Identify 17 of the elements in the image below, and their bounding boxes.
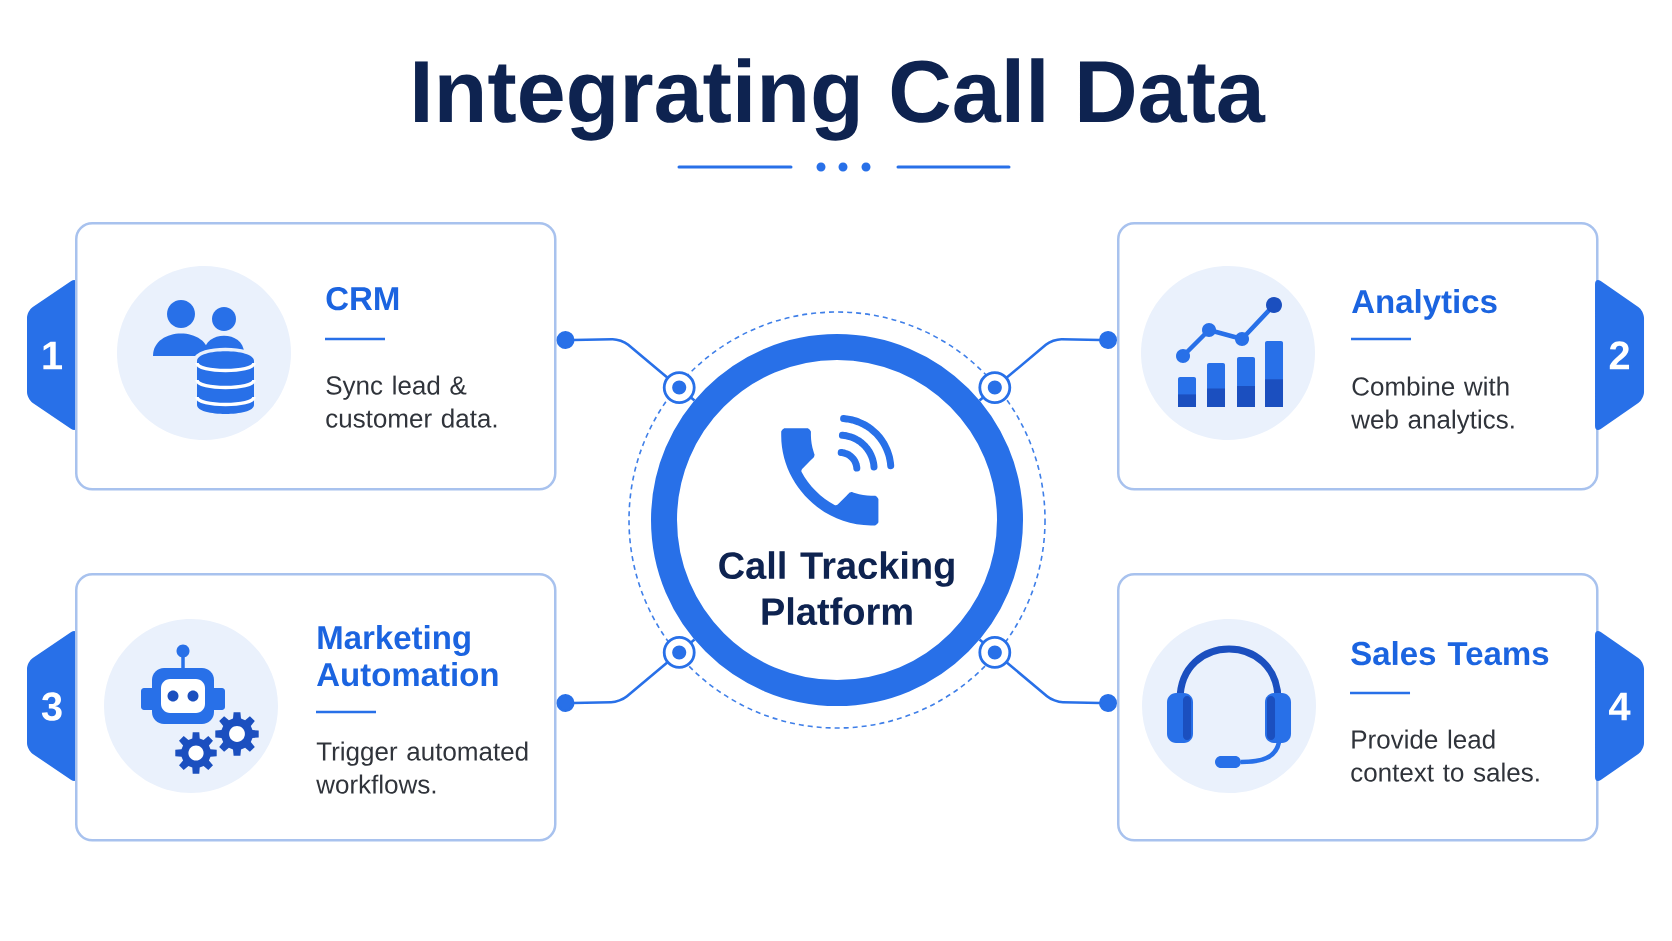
card: [75, 222, 557, 491]
card-text: Combine with web analytics.: [1351, 376, 1514, 434]
card: [75, 573, 557, 842]
card-title: Sales Teams: [1351, 641, 1549, 666]
card: [1117, 573, 1599, 842]
card-text: Provide lead context to sales.: [1351, 729, 1539, 782]
card-text: Trigger automated workflows.: [316, 741, 528, 794]
card-title: Marketing Automation: [317, 625, 498, 687]
number-tab: 3: [27, 630, 77, 782]
number-tab: 2: [1595, 279, 1644, 431]
card-title: Analytics: [1352, 289, 1497, 320]
title: Integrating Call Data: [415, 58, 1266, 141]
number-tab: 1: [27, 279, 77, 431]
card-title: CRM: [326, 287, 399, 311]
card: [1117, 222, 1599, 491]
card-text: Sync lead & customer data.: [326, 375, 497, 428]
number-tab: 4: [1595, 630, 1644, 782]
